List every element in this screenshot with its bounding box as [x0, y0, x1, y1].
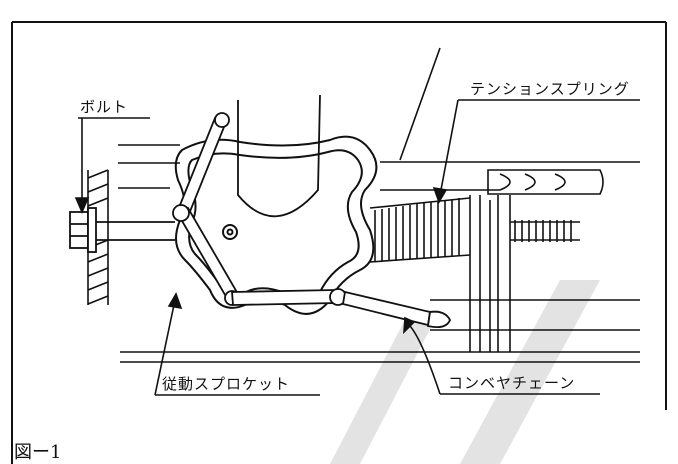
label-underlines: [78, 99, 640, 396]
conveyor-chain: [172, 112, 451, 329]
figure-label: 図ー1: [14, 442, 62, 463]
figure-frame: [11, 21, 667, 464]
tension-rod: [510, 220, 580, 242]
label-tension-spring: テンションスプリング: [470, 80, 630, 98]
tension-spring: [369, 197, 471, 263]
label-conveyor-chain: コンベヤチェーン: [448, 374, 576, 392]
label-driven-sprocket: 従動スプロケット: [162, 375, 291, 393]
shaft-pipe: [237, 94, 321, 218]
frame-rails: [118, 144, 640, 363]
end-block: [487, 169, 604, 195]
upper-pointer: [399, 47, 441, 161]
label-bolt: ボルト: [80, 98, 129, 116]
bolt: [69, 207, 175, 253]
leader-lines: [74, 99, 459, 396]
watermark: [330, 280, 600, 464]
